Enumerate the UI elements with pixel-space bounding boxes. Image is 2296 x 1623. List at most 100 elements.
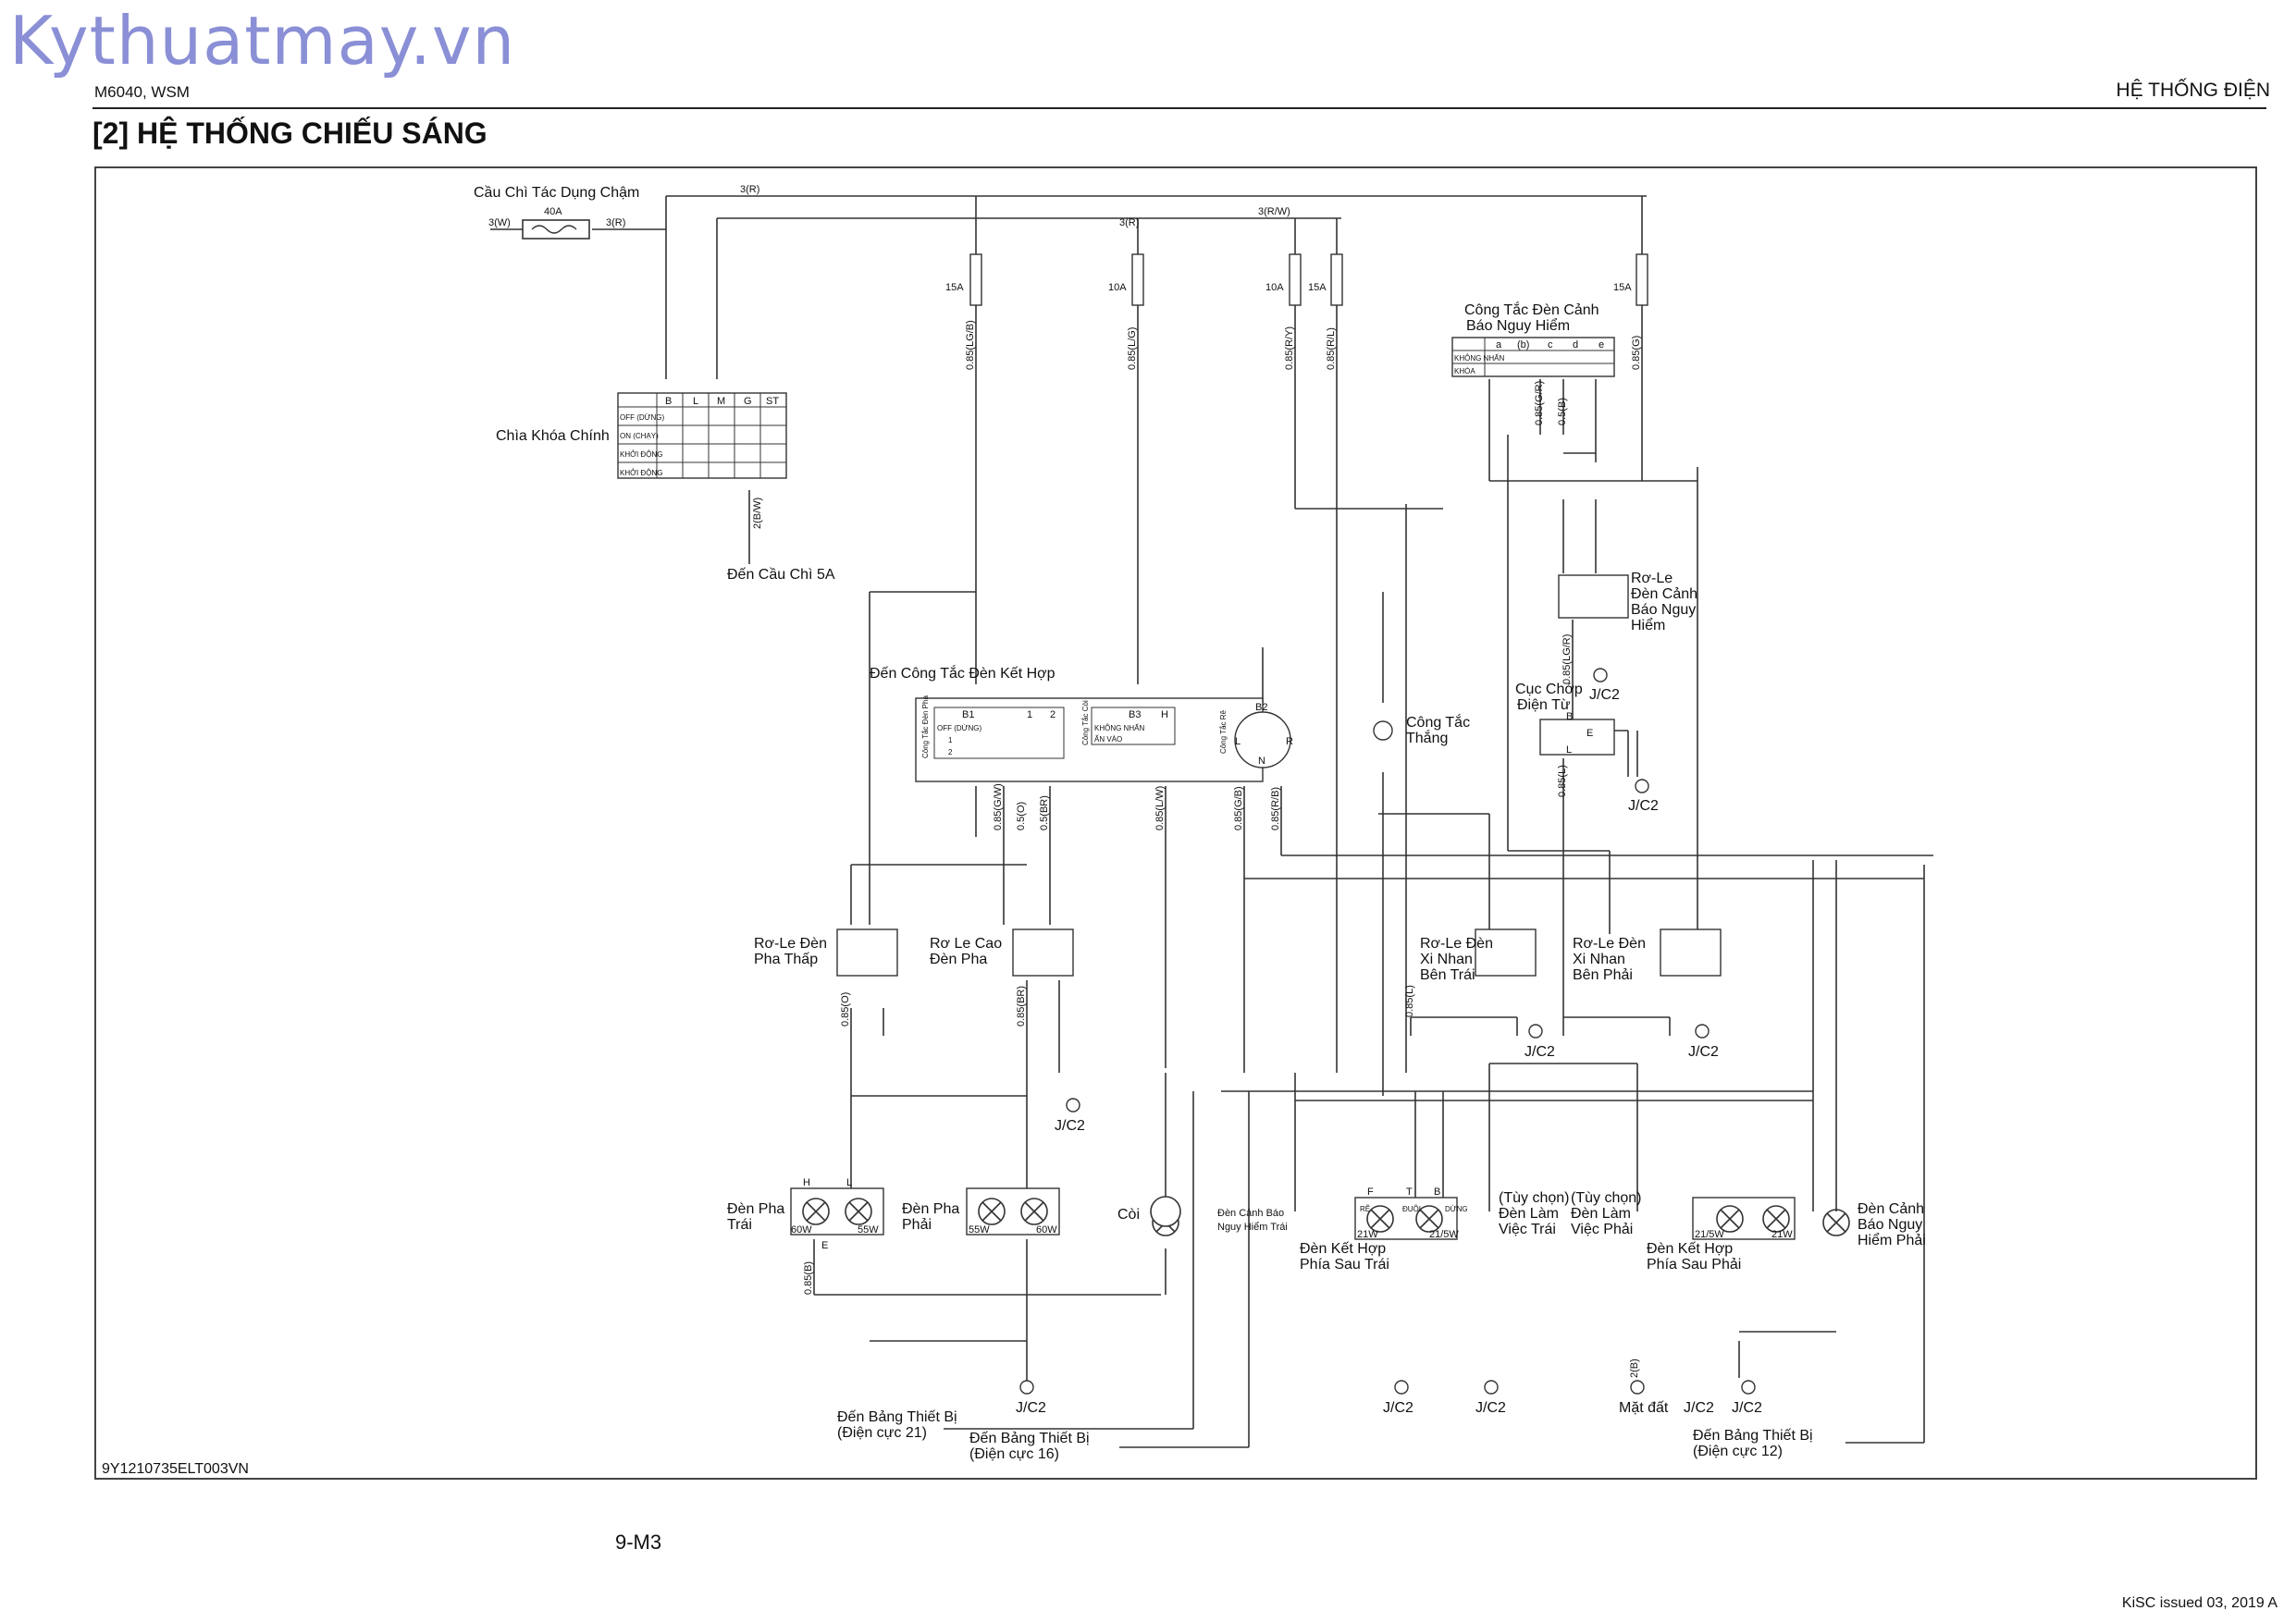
ms-row-start1: KHỞI ĐỘNG xyxy=(620,450,662,459)
turn-term-l: L xyxy=(1235,736,1241,747)
main-switch-label: Chìa Khóa Chính xyxy=(496,428,610,444)
hazard-relay-l3: Báo Nguy xyxy=(1631,602,1696,618)
wire-o: 0.5(O) xyxy=(1016,802,1027,830)
relay-low-l2: Pha Thấp xyxy=(754,952,818,967)
hazard-switch-label-1: Công Tắc Đèn Cảnh xyxy=(1464,301,1599,318)
ms-row-on: ON (CHẠY) xyxy=(620,432,659,440)
rating-7: 21/5W xyxy=(1695,1229,1724,1240)
wire-l: 0.85(L) xyxy=(1404,985,1415,1017)
combo-col-2: 2 xyxy=(1050,709,1055,720)
relay-tl-l3: Bên Trái xyxy=(1420,967,1475,983)
panel-16-l1: Đến Bảng Thiết Bị xyxy=(969,1431,1090,1446)
head-left-l2: Trái xyxy=(727,1217,752,1233)
head-right-l2: Phải xyxy=(902,1217,932,1233)
hazard-switch-label-2: Báo Nguy Hiểm xyxy=(1466,317,1570,334)
flasher-label-2: Điện Từ xyxy=(1517,697,1571,713)
ground-10: J/C2 xyxy=(1628,798,1659,814)
horn-row-2: ẤN VÀO xyxy=(1094,734,1122,744)
ground-3: J/C2 xyxy=(1383,1400,1413,1416)
work-right-l1: (Tùy chọn) xyxy=(1571,1190,1641,1206)
rear-right-l2: Phía Sau Phải xyxy=(1647,1257,1741,1273)
header-model: M6040, WSM xyxy=(94,83,190,101)
wire-l-2: 0.85(L) xyxy=(1557,765,1568,797)
ground-symbols xyxy=(1019,668,1756,1395)
ground-6: J/C2 xyxy=(1732,1400,1762,1416)
rating-5: 21W xyxy=(1357,1229,1378,1240)
section-title: [2] HỆ THỐNG CHIẾU SÁNG xyxy=(93,117,488,150)
hazard-left-l1: Đèn Cảnh Báo xyxy=(1217,1208,1284,1219)
ground-5: J/C2 xyxy=(1684,1400,1714,1416)
term-t-left: T xyxy=(1406,1187,1413,1198)
combo-col-b1: B1 xyxy=(962,709,974,720)
ground-8: J/C2 xyxy=(1688,1044,1719,1060)
hz-col-a: a xyxy=(1496,339,1502,350)
fuse-1-rating: 15A xyxy=(945,282,964,293)
top-wire-3: 3(R/W) xyxy=(1258,206,1290,217)
wire-l-w: 0.85(L/W) xyxy=(1154,786,1166,830)
hz-row-1: KHÔNG NHẤN xyxy=(1454,353,1504,363)
panel-16-l2: (Điện cực 16) xyxy=(969,1446,1059,1462)
wire-out-label: 3(R) xyxy=(606,217,625,228)
relay-tr-l2: Xi Nhan xyxy=(1573,952,1625,967)
fuse-4-rating: 15A xyxy=(1308,282,1327,293)
fuse-2-rating: 10A xyxy=(1108,282,1127,293)
wire-g-b: 0.85(G/B) xyxy=(1233,786,1244,830)
horn-col-h: H xyxy=(1161,709,1168,720)
main-switch-out-wire: 2(B/W) xyxy=(752,498,763,529)
fusible-link-rating: 40A xyxy=(544,206,562,217)
hazard-left-l2: Nguy Hiểm Trái xyxy=(1217,1222,1288,1233)
combo-switch-box xyxy=(915,697,1264,782)
turn-term-b2: B2 xyxy=(1255,702,1267,713)
top-wire-2: 3(R) xyxy=(1119,217,1139,228)
horn-row-1: KHÔNG NHẤN xyxy=(1094,723,1144,732)
wire-r-l: 0.85(R/L) xyxy=(1326,327,1337,370)
relay-high-l1: Rơ Le Cao xyxy=(930,936,1002,952)
rating-1: 60W xyxy=(791,1224,812,1236)
panel-12-l1: Đến Bảng Thiết Bị xyxy=(1693,1428,1813,1444)
lamp-boxes xyxy=(790,1187,1796,1240)
hz-col-d: d xyxy=(1573,339,1578,350)
ground-7: J/C2 xyxy=(1524,1044,1555,1060)
rear-left-l1: Đèn Kết Hợp xyxy=(1300,1241,1386,1257)
relay-low-l1: Rơ-Le Đèn xyxy=(754,936,827,952)
relay-high-l2: Đèn Pha xyxy=(930,952,987,967)
hz-col-e: e xyxy=(1599,339,1604,350)
term-l-left: L xyxy=(846,1177,852,1188)
work-right-l2: Đèn Làm xyxy=(1571,1206,1631,1222)
combo-switch-label: Đến Công Tắc Đèn Kết Hợp xyxy=(870,664,1055,682)
horn-symbol xyxy=(1150,1196,1181,1227)
rating-4: 60W xyxy=(1036,1224,1057,1236)
header-rule xyxy=(93,107,2266,109)
work-left-l3: Việc Trái xyxy=(1499,1222,1556,1237)
relay-tr-l3: Bên Phải xyxy=(1573,967,1633,983)
wire-g-w: 0.85(G/W) xyxy=(993,783,1004,830)
word-re: RẼ xyxy=(1360,1205,1370,1213)
wire-o-2: 0.85(O) xyxy=(840,992,851,1027)
ms-row-off: OFF (DỪNG) xyxy=(620,413,664,422)
wire-g-r: 0.85(G/R) xyxy=(1534,381,1545,425)
combo-col-1: 1 xyxy=(1027,709,1032,720)
horn-col-b3: B3 xyxy=(1129,709,1141,720)
hazard-right-l1: Đèn Cảnh xyxy=(1858,1201,1924,1217)
watermark: Kythuatmay.vn xyxy=(9,2,516,80)
rating-2: 55W xyxy=(858,1224,879,1236)
brake-switch-symbol xyxy=(1373,720,1393,741)
turn-term-r: R xyxy=(1286,736,1293,747)
word-dung: DỪNG xyxy=(1445,1205,1468,1213)
term-f-left: F xyxy=(1367,1187,1374,1198)
work-left-l2: Đèn Làm xyxy=(1499,1206,1559,1222)
flasher-box xyxy=(1539,719,1615,756)
hazard-relay-l1: Rơ-Le xyxy=(1631,571,1673,586)
turn-switch-dial xyxy=(1234,711,1291,768)
wire-r-y: 0.85(R/Y) xyxy=(1284,326,1295,370)
ms-col-st: ST xyxy=(766,396,779,407)
hz-col-c: c xyxy=(1548,339,1553,350)
wire-br-2: 0.85(BR) xyxy=(1016,986,1027,1027)
hz-col-b: (b) xyxy=(1517,339,1529,350)
ms-col-b: B xyxy=(665,396,672,407)
head-left-l1: Đèn Pha xyxy=(727,1201,784,1217)
hazard-switch-table xyxy=(1451,337,1615,377)
diagram-frame xyxy=(94,166,2257,1480)
issued-note: KiSC issued 03, 2019 A xyxy=(2121,1595,2277,1611)
rating-8: 21W xyxy=(1771,1229,1793,1240)
